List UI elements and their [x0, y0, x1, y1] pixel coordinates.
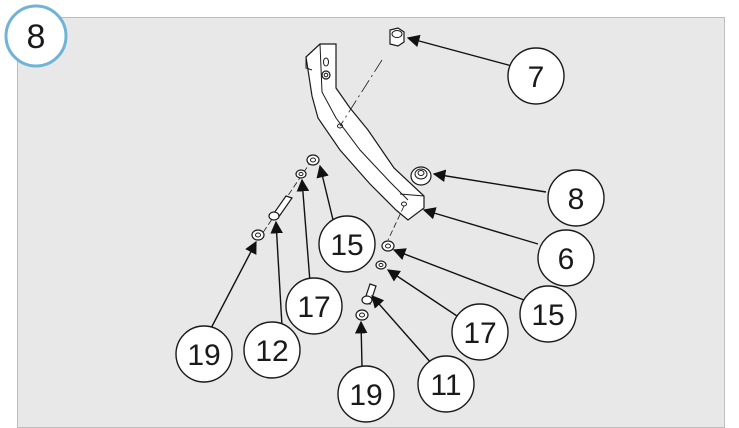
- svg-text:19: 19: [187, 339, 220, 372]
- leader-19-right: [354, 320, 368, 367]
- svg-text:19: 19: [349, 379, 382, 412]
- leader-lines: [207, 34, 547, 367]
- washer-part-17-right: [375, 260, 387, 270]
- center-line-upper: [339, 59, 383, 127]
- svg-text:12: 12: [255, 335, 288, 368]
- callout-15-left: 15: [318, 215, 376, 273]
- leader-17-right: [386, 269, 461, 319]
- callout-11: 11: [417, 355, 475, 413]
- leader-8: [432, 169, 547, 193]
- callout-8: 8: [547, 169, 605, 227]
- nut-part-19-right: [355, 309, 369, 321]
- svg-text:17: 17: [297, 291, 330, 324]
- callout-12: 12: [243, 321, 301, 379]
- callout-6: 6: [537, 229, 595, 287]
- washer-part-15-right: [381, 240, 395, 252]
- leader-12: [270, 220, 283, 327]
- nut-part-19-left: [251, 229, 265, 241]
- leader-7: [406, 34, 513, 67]
- leader-11: [371, 295, 433, 365]
- center-line-lower: [387, 205, 405, 241]
- svg-text:6: 6: [558, 243, 575, 276]
- leader-17-left: [296, 178, 311, 283]
- leader-19-left: [207, 240, 257, 335]
- callouts: 7 8 6 15 15 17: [175, 47, 605, 423]
- svg-text:15: 15: [531, 299, 564, 332]
- callout-7: 7: [507, 47, 565, 105]
- step-number: 8: [27, 18, 46, 56]
- leader-15-left: [316, 164, 335, 225]
- washer-part-15-left: [306, 154, 320, 166]
- step-badge: 8: [4, 4, 68, 68]
- drawing-panel: [17, 17, 725, 428]
- callout-19-right: 19: [337, 365, 395, 423]
- leader-6: [422, 207, 539, 245]
- washer-part-17-left: [295, 169, 307, 179]
- callout-17-left: 17: [285, 277, 343, 335]
- callout-19-left: 19: [175, 325, 233, 383]
- bolt-part-12: [268, 195, 293, 221]
- leader-15-right: [392, 248, 525, 301]
- svg-text:15: 15: [330, 229, 363, 262]
- svg-text:11: 11: [430, 369, 461, 402]
- svg-text:17: 17: [463, 317, 496, 350]
- svg-text:8: 8: [568, 183, 585, 216]
- nut-part-7: [389, 27, 405, 47]
- svg-text:7: 7: [528, 61, 545, 94]
- bolt-part-11: [361, 283, 377, 305]
- callout-17-right: 17: [451, 303, 509, 361]
- callout-15-right: 15: [519, 285, 577, 343]
- step-badge-circle: [4, 4, 68, 68]
- bracket-part: [305, 43, 425, 221]
- bushing-part-8: [410, 166, 432, 186]
